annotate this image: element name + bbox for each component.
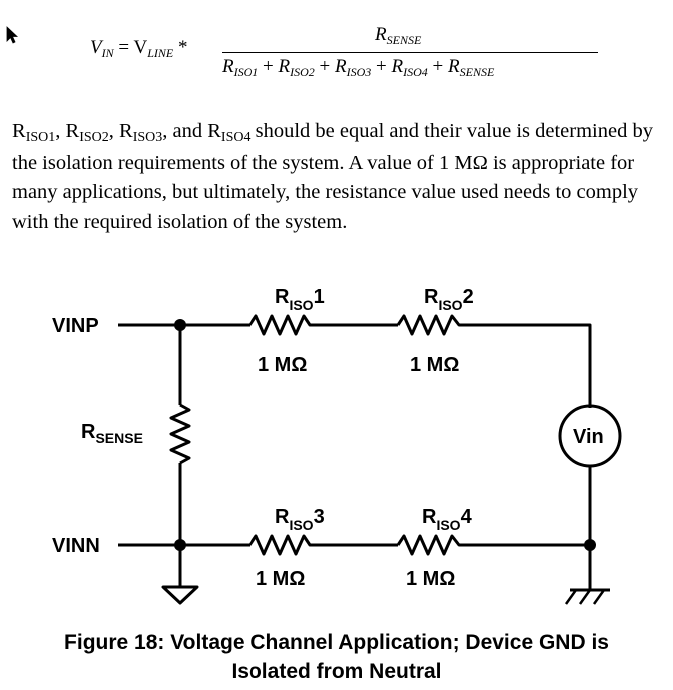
device-ground-icon [161,585,199,605]
equation-lhs: VIN = VLINE * [90,37,188,60]
rsense-resistor [169,403,191,465]
riso4-label: RISO4 [422,506,473,533]
mouse-pointer-icon [6,26,19,44]
riso2-label: RISO2 [424,286,474,313]
junction-dot [584,539,596,551]
vinn-label: VINN [52,535,100,557]
junction-dot [174,319,186,331]
equation-numerator: RSENSE [375,24,422,47]
rsense-label: RSENSE [81,421,143,446]
riso4-value: 1 MΩ [406,568,455,590]
meter-label: Vin [573,426,604,448]
riso2-resistor [396,314,465,336]
riso3-label: RISO3 [275,506,325,533]
figure-caption: Figure 18: Voltage Channel Application; … [0,628,673,686]
fraction-bar [222,52,598,53]
caption-line-1: Figure 18: Voltage Channel Application; … [64,631,609,654]
riso2-value: 1 MΩ [410,354,459,376]
body-paragraph: RISO1, RISO2, RISO3, and RISO4 should be… [12,120,653,233]
vinp-label: VINP [52,315,99,337]
riso1-label: RISO1 [275,286,325,313]
riso1-resistor [248,314,316,336]
riso4-resistor [396,534,465,556]
circuit-schematic: VINP VINN RSENSE Vin RISO1 1 MΩ RISO2 1 … [52,286,622,605]
riso3-value: 1 MΩ [256,568,305,590]
equation-denominator: RISO1 + RISO2 + RISO3 + RISO4 + RSENSE [222,56,495,79]
junction-dot [174,539,186,551]
caption-line-2: Isolated from Neutral [231,660,442,683]
top-wire-right [465,323,592,408]
riso1-value: 1 MΩ [258,354,307,376]
riso3-resistor [248,534,316,556]
